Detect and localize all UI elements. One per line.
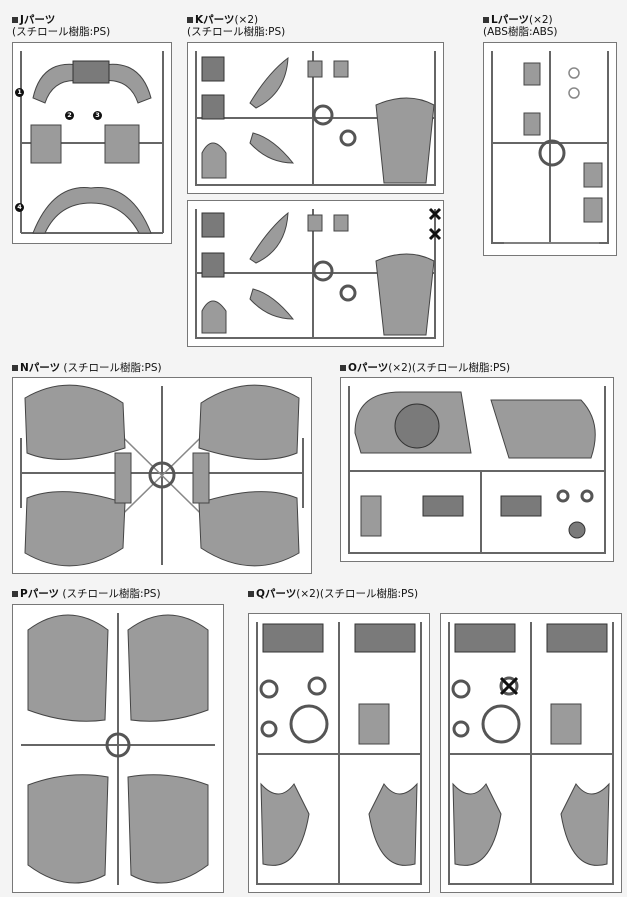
sheet-k-label: Kパーツ(×2) (スチロール樹脂:PS) <box>187 14 286 38</box>
sheet-l-label: Lパーツ(×2) (ABS樹脂:ABS) <box>483 14 558 38</box>
runner-k-2 <box>187 200 444 347</box>
runner-k-1 <box>187 42 444 194</box>
runner-o <box>340 377 614 562</box>
sheet-j-label: Jパーツ (スチロール樹脂:PS) <box>12 14 111 38</box>
sheet-p-label: Pパーツ (スチロール樹脂:PS) <box>12 588 161 600</box>
runner-q-2 <box>440 613 622 893</box>
part-number: 3 <box>93 111 102 120</box>
runner-q-1 <box>248 613 430 893</box>
sheet-q-label: Qパーツ(×2)(スチロール樹脂:PS) <box>248 588 418 600</box>
part-number: 2 <box>65 111 74 120</box>
runner-p <box>12 604 224 893</box>
part-number: 1 <box>15 88 24 97</box>
runner-j: 1 2 3 4 <box>12 42 172 244</box>
runner-l <box>483 42 617 256</box>
sheet-n-label: Nパーツ (スチロール樹脂:PS) <box>12 362 162 374</box>
sheet-o-label: Oパーツ(×2)(スチロール樹脂:PS) <box>340 362 510 374</box>
part-number: 4 <box>15 203 24 212</box>
runner-n <box>12 377 312 574</box>
